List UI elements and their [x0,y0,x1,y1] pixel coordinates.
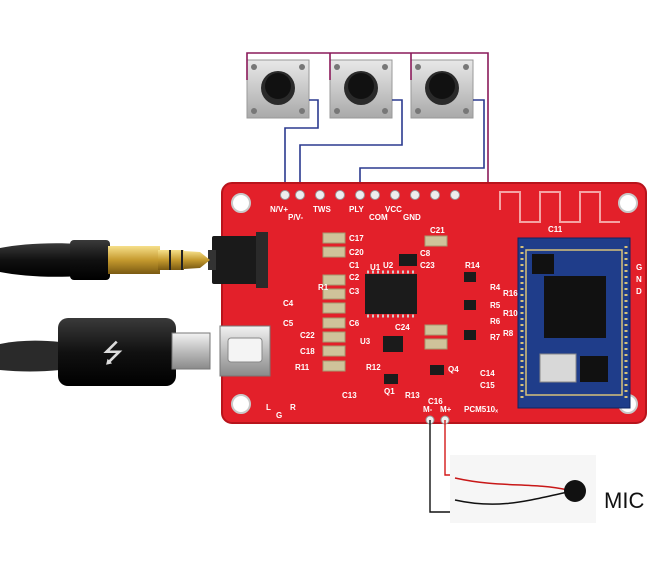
pin-label-vcc: VCC [385,205,402,214]
svg-text:U2: U2 [383,261,394,270]
edge-label-g: G [636,263,642,272]
svg-text:G: G [276,411,282,420]
ic-u3 [383,336,403,352]
svg-text:C23: C23 [420,261,435,270]
svg-text:C5: C5 [283,319,294,328]
svg-text:L: L [266,403,271,412]
pin-label-mic-minus: M- [423,405,433,414]
ic-small-3 [464,330,476,340]
svg-text:C2: C2 [349,273,360,282]
svg-text:Q1: Q1 [384,387,395,396]
micro-usb-socket [219,325,271,377]
svg-text:C13: C13 [342,391,357,400]
audio-jack-socket [208,232,268,288]
svg-text:R13: R13 [405,391,420,400]
audio-plug [0,240,210,280]
top-header-pads [280,190,460,200]
pin-label-nv: N/V+ [270,205,288,214]
pin-label-pv: P/V- [288,213,303,222]
svg-text:C1: C1 [349,261,360,270]
svg-text:C4: C4 [283,299,294,308]
transistor-q1 [384,374,398,384]
svg-text:C22: C22 [300,331,315,340]
svg-text:C18: C18 [300,347,315,356]
ic-u2 [399,254,417,266]
svg-text:R1: R1 [318,283,329,292]
svg-text:R16: R16 [503,289,518,298]
mic-label: MIC [604,488,645,513]
edge-label-d: D [636,287,642,296]
signal-wire-1 [284,99,319,195]
svg-text:R10: R10 [503,309,518,318]
svg-text:C11: C11 [548,225,563,234]
edge-label-n: N [636,275,642,284]
signal-wire-3 [359,99,485,195]
ic-small-1 [464,272,476,282]
svg-text:R7: R7 [490,333,501,342]
usb-symbol-icon: ⭍ [102,338,124,368]
svg-text:U3: U3 [360,337,371,346]
svg-text:C15: C15 [480,381,495,390]
svg-text:R8: R8 [503,329,514,338]
silkscreen-refs: C17 C20 C21 C1 C2 C23 C8 U1 U2 C3 C4 C5 … [266,225,563,420]
push-button-2 [329,59,393,119]
svg-text:R12: R12 [366,363,381,372]
svg-text:Q4: Q4 [448,365,459,374]
svg-text:U1: U1 [370,263,381,272]
svg-text:C20: C20 [349,248,364,257]
svg-text:C16: C16 [428,397,443,406]
svg-text:R11: R11 [295,363,310,372]
svg-text:R: R [290,403,296,412]
push-button-1 [246,59,310,119]
signal-wire-2 [299,99,403,195]
svg-text:R14: R14 [465,261,480,270]
bluetooth-module [517,237,631,409]
svg-text:C17: C17 [349,234,364,243]
svg-text:R4: R4 [490,283,501,292]
push-button-3 [410,59,474,119]
svg-text:C14: C14 [480,369,495,378]
svg-text:C24: C24 [395,323,410,332]
micro-usb-plug: ⭍ [0,318,211,386]
svg-text:C6: C6 [349,319,360,328]
svg-text:R5: R5 [490,301,501,310]
microphone [450,455,596,523]
pin-label-ply: PLY [349,205,364,214]
common-wire [246,52,489,195]
ic-small-2 [464,300,476,310]
chip-label-pcm: PCM510ₓ [464,405,498,414]
pcb-antenna-trace [499,191,620,223]
pin-label-mic-plus: M+ [440,405,452,414]
capacitor-array [322,232,448,372]
svg-text:C3: C3 [349,287,360,296]
pcm-dac-chip [365,270,417,318]
svg-text:R6: R6 [490,317,501,326]
pin-label-com: COM [369,213,388,222]
transistor-q4 [430,365,444,375]
svg-text:C21: C21 [430,226,445,235]
pin-label-tws: TWS [313,205,331,214]
pin-label-gnd: GND [403,213,421,222]
svg-text:C8: C8 [420,249,431,258]
